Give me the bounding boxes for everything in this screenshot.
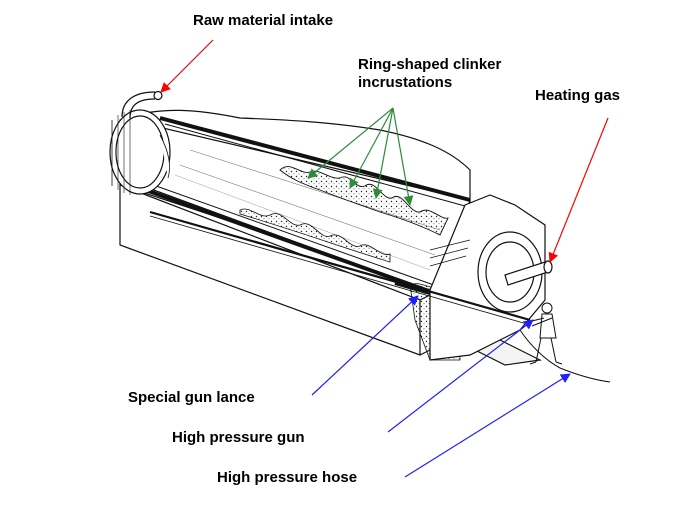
high-pressure-gun-arrow [387, 319, 534, 433]
raw-material-arrow [160, 39, 214, 93]
clinker-arrow-2 [349, 107, 394, 189]
clinker-incrustations-upper [279, 166, 449, 236]
gun-lance-rod [149, 210, 531, 325]
clinker-arrow-4 [392, 107, 414, 206]
label-ring-line-1: Ring-shaped clinker [358, 56, 502, 73]
label-heating-gas: Heating gas [535, 87, 621, 104]
kiln-inlet-ring [109, 109, 171, 195]
label-raw-material-intake: Raw material intake [193, 12, 334, 29]
label-special-gun-lance: Special gun lance [128, 389, 255, 406]
clinker-arrow-3 [372, 107, 394, 199]
heating-gas-burner-pipe [504, 260, 553, 286]
high-pressure-hose [519, 329, 611, 383]
label-ring-line-2: incrustations [358, 74, 453, 91]
raw-material-intake-pipe [121, 90, 163, 119]
kiln-end-housing [429, 194, 546, 361]
label-high-pressure-hose: High pressure hose [217, 469, 358, 486]
clinker-arrow-1 [307, 107, 394, 179]
label-high-pressure-gun: High pressure gun [172, 429, 305, 446]
high-pressure-hose-arrow [404, 373, 571, 478]
label-ring-shaped-clinker: Ring-shaped clinker incrustations [358, 56, 501, 92]
gun-lance-arrow [311, 295, 419, 396]
heating-gas-arrow [548, 117, 609, 263]
operator-figure [527, 302, 563, 365]
